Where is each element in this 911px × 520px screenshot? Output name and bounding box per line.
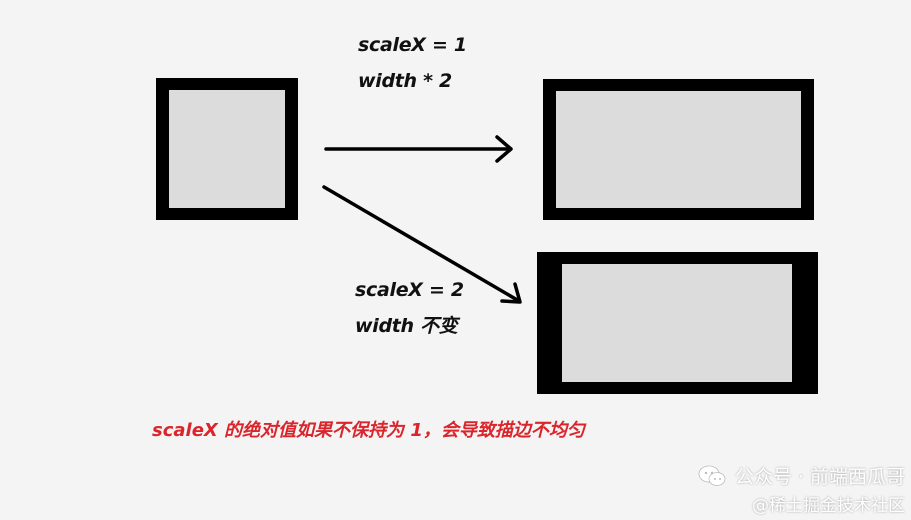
arrow-diagonal (322, 185, 522, 304)
bottom-annotation-line2: width 不变 (355, 315, 458, 337)
top-annotation-line1: scaleX = 1 (358, 34, 467, 56)
watermark-account: 公众号 · 前端西瓜哥 (734, 466, 905, 488)
arrow-right (324, 135, 513, 163)
top-annotation-line2: width * 2 (358, 70, 452, 92)
wechat-icon (698, 465, 726, 486)
width-doubled-rectangle (543, 79, 814, 220)
watermark-community: @稀土掘金技术社区 (752, 496, 905, 516)
warning-caption: scaleX 的绝对值如果不保持为 1，会导致描边不均匀 (152, 420, 585, 441)
top-annotation: scaleX = 1 width * 2 (358, 27, 467, 99)
bottom-annotation-line1: scaleX = 2 (355, 279, 464, 301)
watermark: 公众号 · 前端西瓜哥 @稀土掘金技术社区 (697, 462, 905, 516)
original-rectangle (156, 78, 298, 220)
scalex-doubled-rectangle (537, 252, 818, 394)
bottom-annotation: scaleX = 2 width 不变 (355, 272, 464, 344)
watermark-account-row: 公众号 · 前端西瓜哥 (697, 462, 905, 489)
